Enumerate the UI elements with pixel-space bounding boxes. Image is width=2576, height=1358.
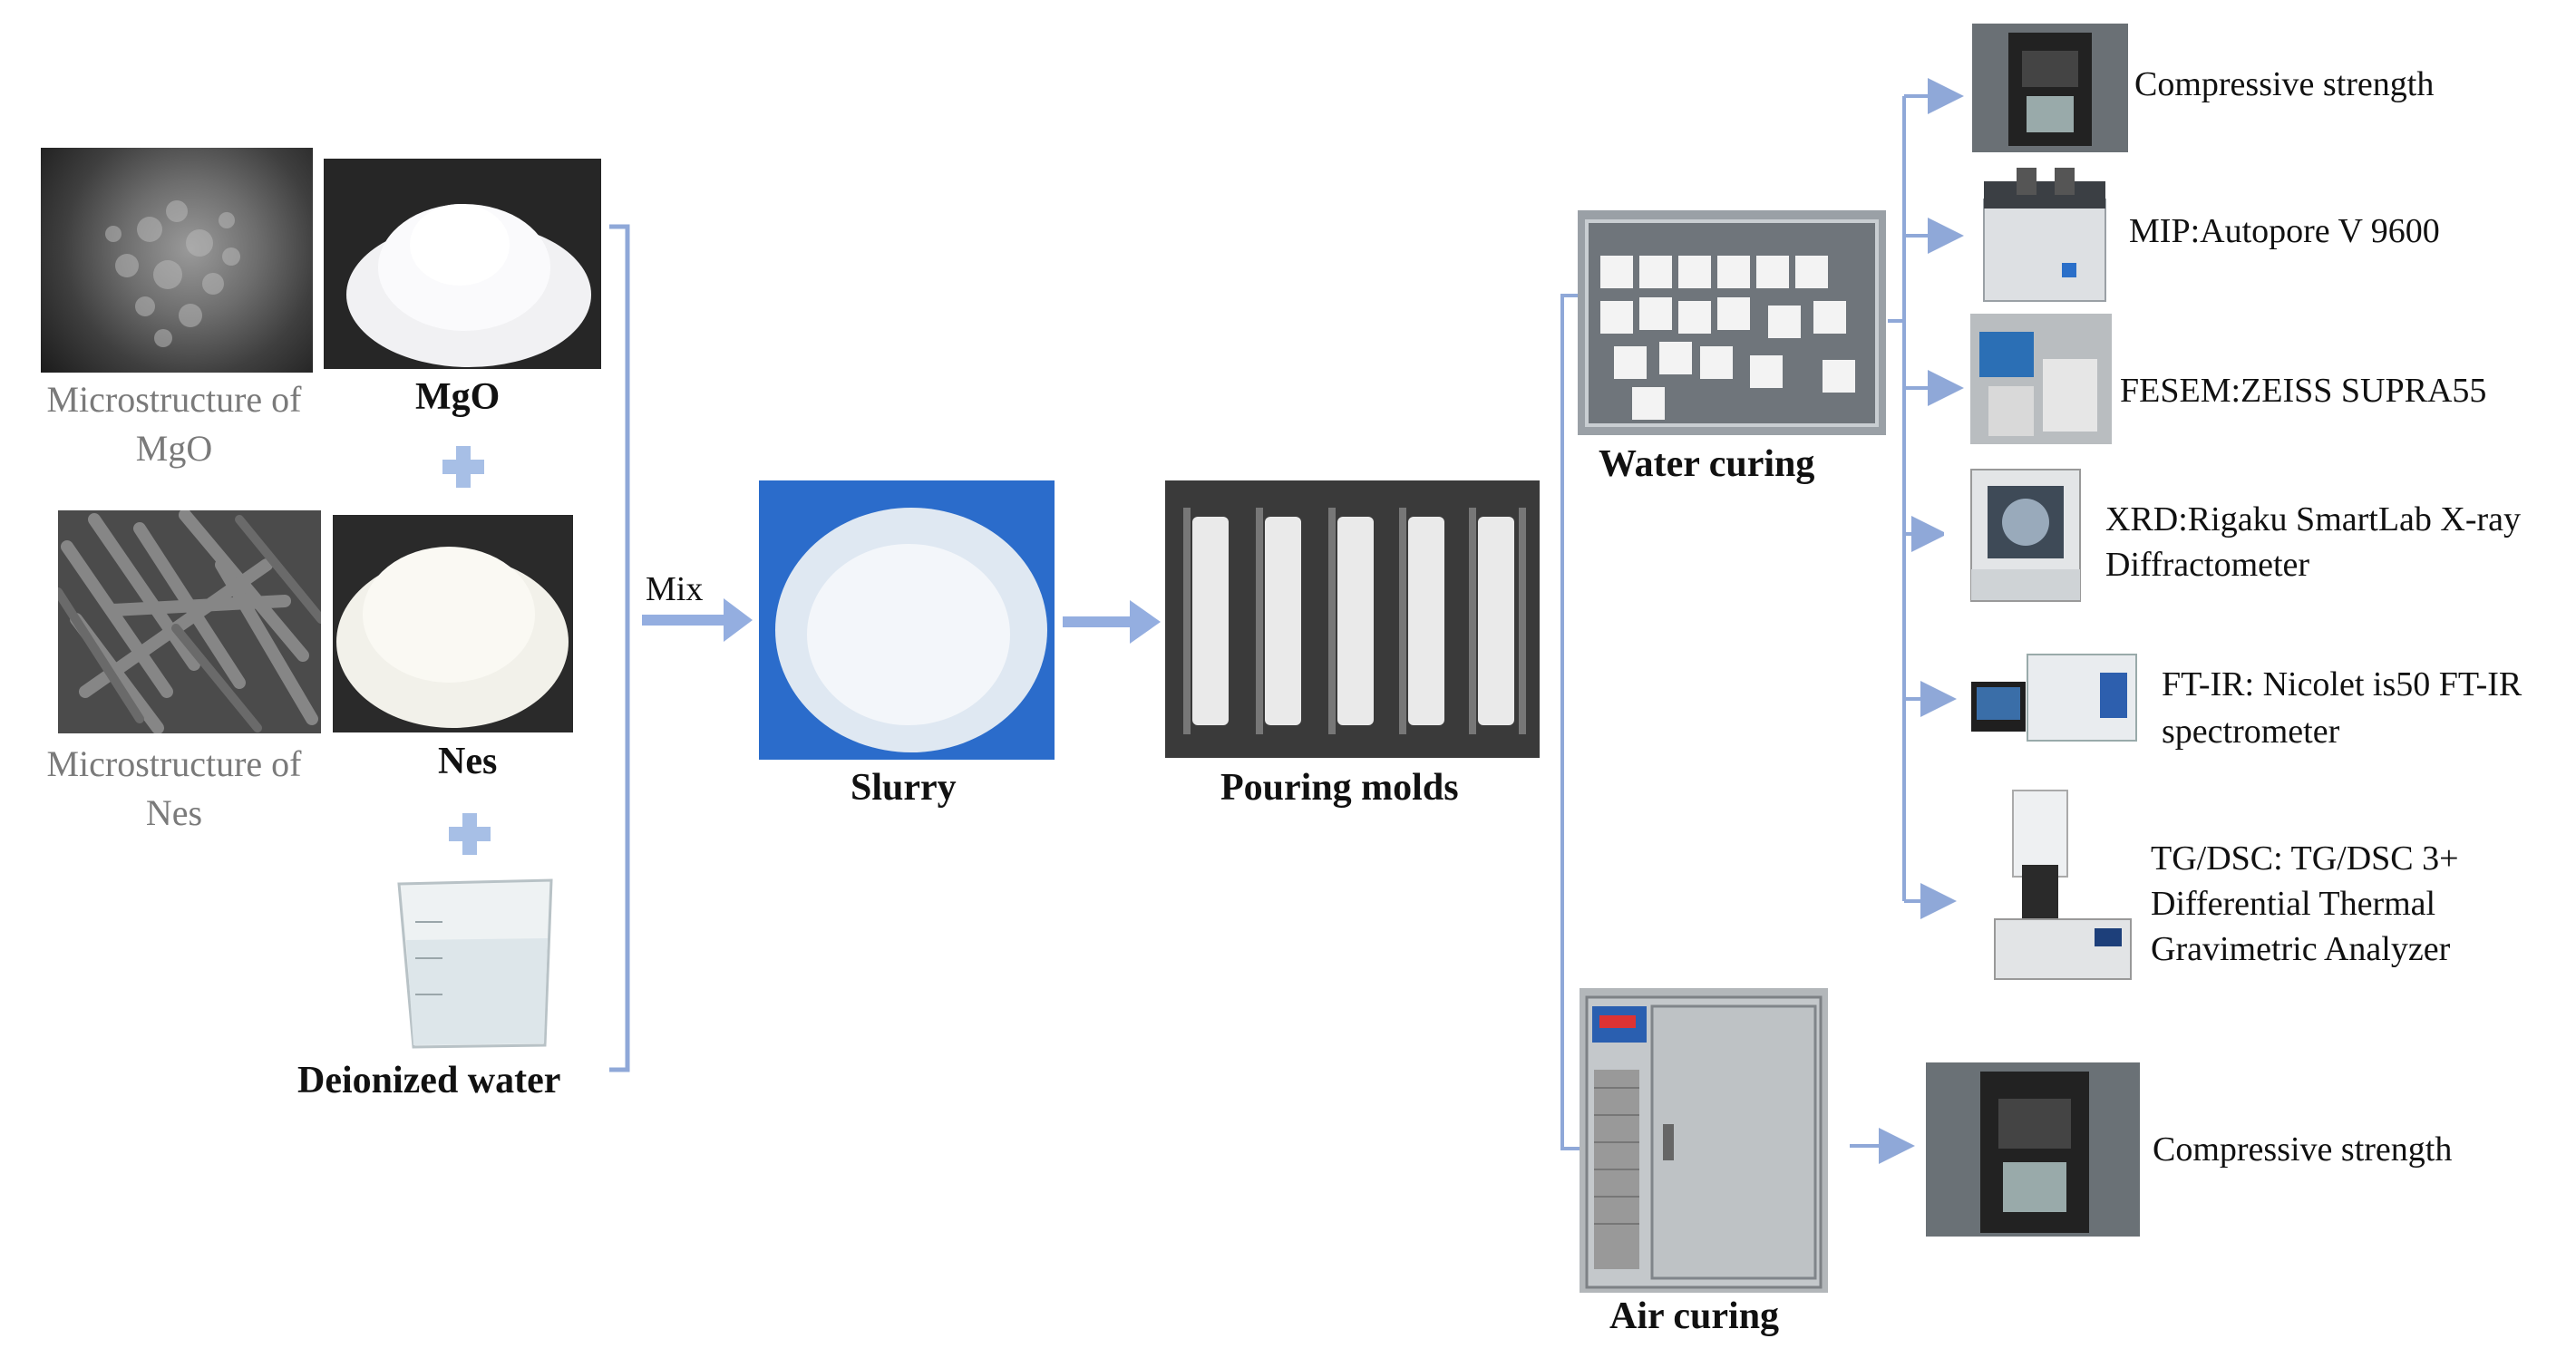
- plus-icon: [442, 446, 484, 488]
- air-compressive-strength-label: Compressive strength: [2153, 1130, 2453, 1169]
- mix-label: Mix: [646, 570, 704, 608]
- pouring-molds-label: Pouring molds: [1220, 767, 1459, 809]
- xrd-label-line1: XRD:Rigaku SmartLab X-ray: [2105, 500, 2522, 538]
- nes-powder-photo: [333, 515, 573, 732]
- tgdsc-label-line3: Gravimetric Analyzer: [2151, 930, 2451, 968]
- xrd-label-line2: Diffractometer: [2105, 546, 2310, 584]
- plus-icon: [449, 813, 491, 855]
- slurry-photo: [759, 480, 1055, 760]
- fesem-label: FESEM:ZEISS SUPRA55: [2120, 372, 2487, 410]
- tgdsc-instrument-photo: [1959, 783, 2145, 985]
- xrd-instrument-photo: [1944, 461, 2104, 606]
- water-curing-label: Water curing: [1599, 443, 1815, 485]
- tgdsc-label-line2: Differential Thermal: [2151, 885, 2436, 923]
- mip-label: MIP:Autopore V 9600: [2129, 212, 2440, 250]
- mgo-label: MgO: [415, 376, 501, 418]
- deionized-water-beaker-photo: [379, 868, 575, 1054]
- water-curing-photo: [1578, 210, 1886, 435]
- fesem-instrument-photo: [1970, 314, 2112, 444]
- air-curing-chamber-photo: [1580, 988, 1828, 1293]
- mip-instrument-photo: [1971, 163, 2118, 308]
- air-compressive-machine-photo: [1926, 1062, 2140, 1237]
- ftir-label-line2: spectrometer: [2162, 713, 2340, 751]
- air-curing-label: Air curing: [1609, 1295, 1780, 1337]
- ftir-label-line1: FT-IR: Nicolet is50 FT-IR: [2162, 665, 2523, 703]
- compressive-machine-photo: [1972, 24, 2128, 152]
- slurry-label: Slurry: [851, 767, 957, 809]
- mgo-micro-caption: Microstructure of MgO: [46, 379, 302, 469]
- nes-sem-image: [58, 510, 321, 733]
- pouring-molds-photo: [1165, 480, 1540, 758]
- ftir-instrument-photo: [1964, 627, 2147, 763]
- mgo-sem-image: [41, 148, 313, 373]
- nes-label: Nes: [438, 741, 498, 782]
- mgo-powder-photo: [324, 159, 601, 369]
- compressive-strength-label: Compressive strength: [2134, 65, 2435, 103]
- tgdsc-label-line1: TG/DSC: TG/DSC 3+: [2151, 839, 2459, 878]
- nes-micro-caption: Microstructure of Nes: [46, 743, 302, 833]
- deionized-water-label: Deionized water: [297, 1060, 561, 1101]
